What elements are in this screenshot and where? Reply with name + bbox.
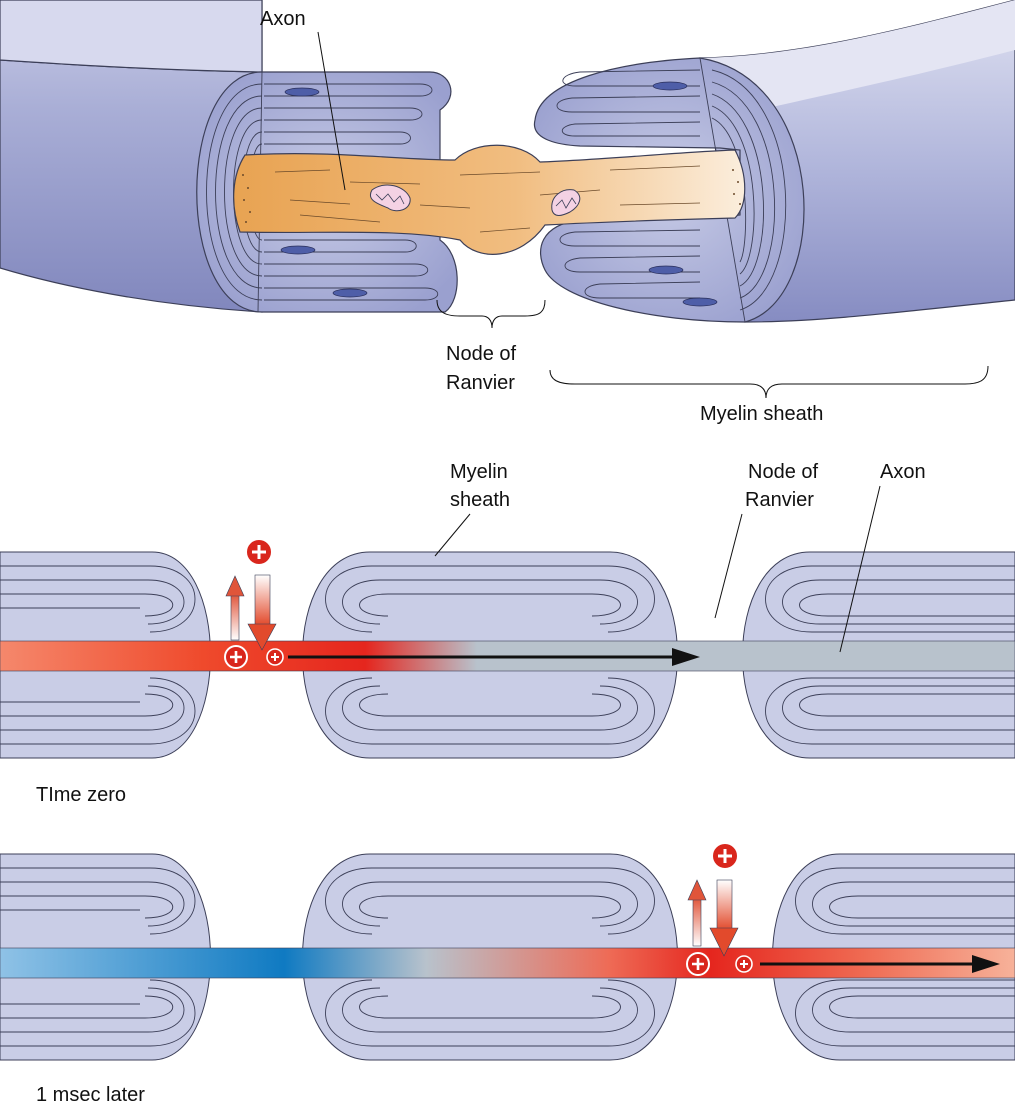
- time-zero-panel: Myelin sheath Node of Ranvier Axon TIme …: [0, 461, 1015, 806]
- node-brace-top: [436, 299, 546, 329]
- schwann-nucleus: [652, 81, 688, 91]
- myelin-label-mid-1: Myelin: [450, 461, 508, 483]
- node-label-top-2: Ranvier: [446, 372, 515, 394]
- time-zero-label: TIme zero: [36, 784, 126, 806]
- schwann-nucleus: [280, 245, 316, 255]
- top-3d-illustration: Axon Node of Ranvier Myelin sheath: [0, 0, 1015, 425]
- schwann-nucleus: [682, 297, 718, 307]
- propagation-arrow-icon: [672, 648, 700, 666]
- axon-label-mid: Axon: [880, 461, 926, 483]
- ion-influx-arrow-icon: [247, 574, 277, 651]
- myelin-label-top: Myelin sheath: [700, 403, 823, 425]
- ion-influx-arrow-icon: [709, 879, 739, 957]
- myelin-label-mid-2: sheath: [450, 489, 510, 511]
- node-label-mid-2: Ranvier: [745, 489, 814, 511]
- positive-charge-icon: [266, 648, 284, 666]
- positive-charge-icon: [686, 952, 710, 976]
- ion-efflux-arrow-icon: [225, 575, 245, 641]
- axon-label-top: Axon: [260, 8, 306, 30]
- schwann-nucleus: [284, 87, 320, 97]
- positive-charge-icon: [711, 842, 739, 870]
- positive-charge-icon: [245, 538, 273, 566]
- axon-3d: [233, 144, 746, 255]
- myelin-brace-top: [549, 365, 989, 399]
- mitochondrion: [551, 189, 581, 216]
- mitochondrion: [370, 184, 411, 212]
- right-myelin-face: [533, 57, 805, 323]
- one-msec-later-panel: 1 msec later: [0, 842, 1015, 1106]
- one-msec-later-label: 1 msec later: [36, 1084, 145, 1106]
- ion-efflux-arrow-icon: [687, 879, 707, 947]
- positive-charge-icon: [224, 645, 248, 669]
- schwann-nucleus: [648, 265, 684, 275]
- schwann-nucleus: [332, 288, 368, 298]
- node-label-mid-1: Node of: [748, 461, 818, 483]
- node-label-top-1: Node of: [446, 343, 516, 365]
- propagation-arrow-icon: [972, 955, 1000, 973]
- positive-charge-icon: [735, 955, 753, 973]
